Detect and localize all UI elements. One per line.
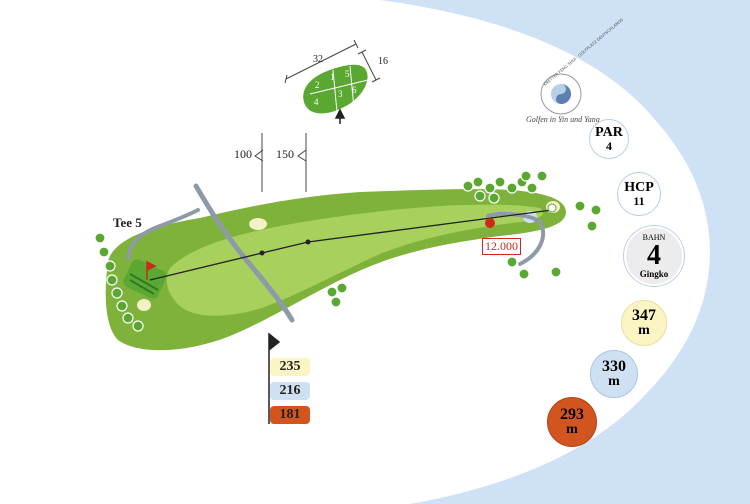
sand-bunker (249, 218, 267, 230)
hcp-badge: HCP 11 (617, 172, 661, 216)
tee-distance-red: 181 (270, 406, 310, 424)
length-value: 347 (632, 307, 656, 324)
bahn-label: BAHN (642, 232, 666, 242)
play-marker (305, 239, 311, 245)
water-area (380, 0, 750, 504)
green-zone-label: 1 (330, 72, 335, 82)
green-zone-lines (309, 65, 369, 113)
cart-path (486, 212, 546, 266)
hazard-label: 12.000 (482, 238, 521, 255)
green-zone-label: 6 (352, 85, 357, 95)
green-width-label: 32 (313, 54, 323, 65)
green-depth-label: 16 (378, 56, 388, 67)
flag-icon (146, 260, 157, 280)
bahn-badge: BAHN 4 Gingko (624, 226, 684, 286)
cart-path (126, 208, 200, 260)
tee-distance-yellow: 235 (270, 358, 310, 376)
length-unit: m (638, 323, 650, 338)
yin-yang-icon (556, 84, 571, 104)
length-yellow-badge: 347 m (621, 300, 667, 346)
distance-marker-100 (254, 133, 264, 192)
distance-label-150: 150 (276, 147, 294, 161)
hazard-marker (485, 218, 495, 228)
green-dimension-line (284, 39, 359, 84)
play-line (149, 209, 553, 281)
sand-bunker (137, 299, 151, 311)
tee-distance-blue: 216 (270, 382, 310, 400)
length-value: 293 (560, 406, 584, 423)
trees-group (94, 170, 602, 332)
hcp-value: 11 (633, 194, 645, 208)
hcp-label: HCP (624, 180, 654, 195)
cart-path (193, 183, 295, 323)
tee-markers (129, 273, 159, 295)
length-blue-badge: 330 m (590, 350, 638, 398)
green-zone-label: 3 (338, 89, 343, 99)
green-hole (547, 203, 557, 213)
length-unit: m (608, 374, 620, 389)
play-marker (259, 250, 265, 256)
logo-tagline: Golfen in Yin und Yang (526, 115, 600, 124)
tee-label: Tee 5 (113, 215, 142, 230)
par-badge: PAR 4 (589, 119, 629, 159)
distance-marker-150 (297, 133, 307, 192)
arrow-up-icon (334, 108, 346, 124)
fairway-area (166, 204, 544, 316)
green-dimension-line (357, 49, 381, 83)
bahn-value: 4 (647, 239, 661, 271)
green-zone-label: 5 (345, 69, 350, 79)
distance-label-100: 100 (234, 147, 252, 161)
par-value: 4 (606, 139, 612, 153)
length-value: 330 (602, 358, 626, 375)
green-zone-label: 4 (314, 97, 319, 107)
tee-flag-icon (268, 332, 281, 424)
length-red-badge: 293 m (547, 397, 597, 447)
length-unit: m (566, 422, 578, 437)
par-label: PAR (595, 125, 623, 140)
bahn-name: Gingko (639, 268, 669, 279)
green-zone-label: 2 (315, 80, 320, 90)
